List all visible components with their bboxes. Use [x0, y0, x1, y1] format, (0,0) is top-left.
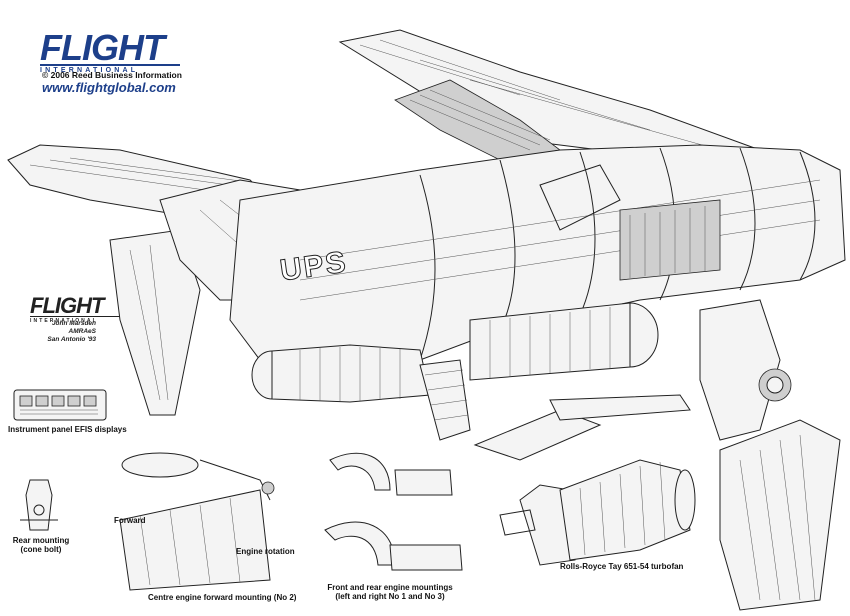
side-engine [469, 302, 659, 381]
centre-mount-sketch [119, 452, 275, 591]
turbofan-caption: Rolls-Royce Tay 651-54 turbofan [560, 562, 684, 571]
rear-mounting-caption: Rear mounting (cone bolt) [8, 536, 74, 554]
website-link[interactable]: www.flightglobal.com [42, 80, 176, 95]
artist-flight-logo: FLIGHT INTERNATIONAL [30, 293, 120, 324]
logo-main-text: FLIGHT [40, 27, 165, 68]
logo-sub-text: INTERNATIONAL [40, 64, 180, 74]
centre-engine [251, 344, 431, 403]
front-rear-mount-caption: Front and rear engine mountings (left an… [310, 583, 470, 601]
flight-logo: FLIGHT INTERNATIONAL [40, 30, 180, 74]
engine-rotation-caption: Engine rotation [236, 547, 295, 556]
turbofan-sketch [499, 459, 696, 566]
access-ladder [419, 359, 691, 461]
centre-mount-caption: Centre engine forward mounting (No 2) [148, 593, 297, 602]
lower-wing [699, 299, 841, 611]
artist-logo-main: FLIGHT [30, 293, 104, 318]
front-rear-mount-sketch [324, 452, 463, 571]
artist-place: San Antonio '93 [47, 336, 96, 343]
front-rear-line1: Front and rear engine mountings [327, 583, 453, 592]
copyright-text: © 2006 Reed Business Information [42, 70, 182, 80]
instrument-panel-caption: Instrument panel EFIS displays [8, 425, 127, 434]
rear-mounting-line2: (cone bolt) [20, 545, 62, 554]
artist-credit: John Marsden AMRAeS San Antonio '93 [34, 320, 96, 344]
rear-mounting-sketch [20, 479, 58, 531]
instrument-panel-sketch [13, 389, 107, 421]
artist-logo-sub: INTERNATIONAL [30, 316, 120, 324]
front-rear-line2: (left and right No 1 and No 3) [335, 592, 445, 601]
artist-name: John Marsden AMRAeS [51, 320, 96, 335]
forward-caption: Forward [114, 516, 146, 525]
rear-mounting-line1: Rear mounting [12, 536, 70, 545]
